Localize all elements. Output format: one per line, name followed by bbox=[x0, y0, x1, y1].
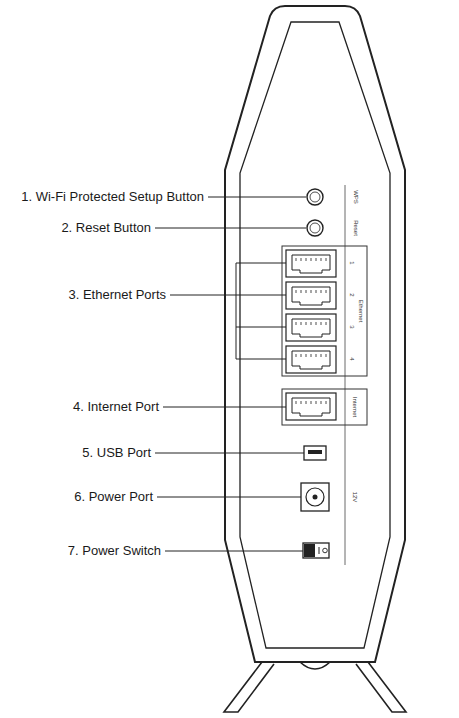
power-switch bbox=[303, 543, 329, 558]
usb-port bbox=[304, 446, 326, 460]
power-port-ring bbox=[306, 488, 324, 506]
ethernet-port bbox=[286, 346, 336, 373]
callout-label: 1. Wi-Fi Protected Setup Button bbox=[21, 189, 204, 205]
router-housing bbox=[225, 6, 405, 662]
callout-label: 5. USB Port bbox=[82, 445, 151, 461]
internet-port bbox=[286, 393, 336, 420]
callout-label: 2. Reset Button bbox=[61, 220, 151, 236]
port-marking: 4 bbox=[348, 357, 356, 360]
ethernet-group bbox=[282, 246, 367, 376]
leader-lines bbox=[155, 197, 306, 551]
port-marking: 12V bbox=[351, 492, 359, 503]
internet-group bbox=[282, 389, 367, 425]
port-marking: Reset bbox=[352, 220, 360, 236]
power-switch-rocker bbox=[304, 544, 315, 557]
power-switch-mark bbox=[319, 547, 320, 554]
usb-port-tongue bbox=[308, 450, 322, 454]
port-marking: WPS bbox=[352, 190, 360, 204]
power-port bbox=[301, 483, 329, 511]
router-stand bbox=[224, 662, 406, 712]
power-switch-mark bbox=[323, 548, 328, 553]
reset-button bbox=[307, 220, 323, 236]
router-inner-outline bbox=[240, 22, 390, 648]
wps-button-ring bbox=[310, 192, 320, 202]
power-port-pin bbox=[313, 495, 318, 500]
port-marking: Ethernet bbox=[357, 300, 365, 323]
port-marking: 3 bbox=[348, 325, 356, 328]
wps-button bbox=[307, 189, 323, 205]
ethernet-port bbox=[286, 314, 336, 341]
ethernet-port bbox=[286, 282, 336, 309]
reset-button-ring bbox=[310, 223, 320, 233]
port-marking: 2 bbox=[348, 293, 356, 296]
callout-label: 6. Power Port bbox=[74, 489, 153, 505]
port-marking: 1 bbox=[348, 261, 356, 264]
callout-label: 7. Power Switch bbox=[68, 543, 161, 559]
port-marking: Internet bbox=[351, 397, 359, 417]
callout-label: 3. Ethernet Ports bbox=[68, 287, 166, 303]
callout-label: 4. Internet Port bbox=[73, 399, 159, 415]
label-strip bbox=[345, 185, 346, 565]
ethernet-port bbox=[286, 250, 336, 277]
